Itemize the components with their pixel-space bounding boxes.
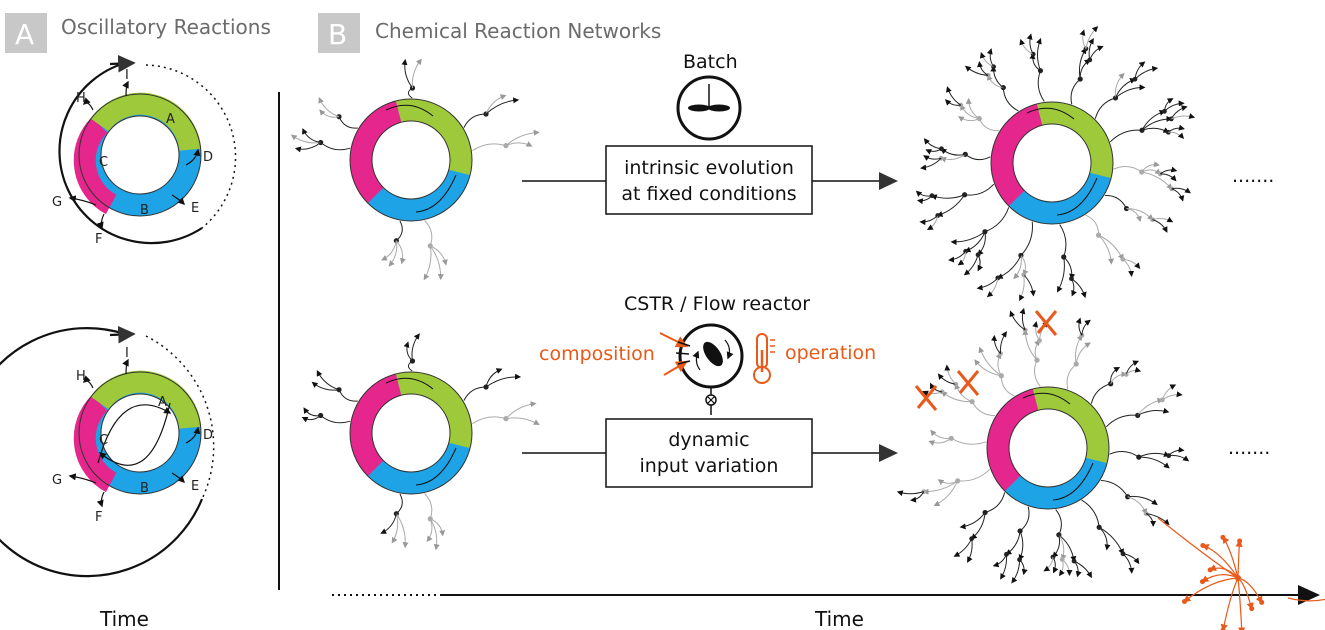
batch-box: [605, 145, 813, 215]
label-d-bottom: D: [203, 428, 213, 443]
network-flow-initial: [301, 333, 540, 551]
label-e-top: E: [191, 201, 199, 216]
panel-b-letter-box: [318, 13, 360, 53]
flow-box-line2: input variation: [640, 455, 779, 477]
label-h-top: H: [76, 91, 86, 106]
composition-label: composition: [539, 343, 655, 365]
time-axis-arrowhead: [1298, 585, 1320, 605]
flow-box: [605, 418, 813, 488]
label-i-bottom: I: [125, 346, 129, 361]
thermometer-icon: [753, 333, 775, 384]
label-a-top: A: [166, 112, 175, 127]
label-b-bottom: B: [140, 481, 149, 496]
label-c-top: C: [99, 155, 108, 170]
flow-title: CSTR / Flow reactor: [624, 293, 810, 315]
network-batch-evolved: [915, 26, 1196, 302]
network-flow-evolved: [896, 307, 1325, 630]
label-f-bottom: F: [95, 510, 102, 525]
label-e-bottom: E: [191, 479, 199, 494]
flow-box-line1: dynamic: [668, 429, 749, 451]
panel-a-letter: A: [15, 18, 34, 51]
composition-arrows: [659, 332, 691, 376]
batch-arrowhead: [879, 172, 898, 190]
label-g-top: G: [52, 195, 62, 210]
flow-arrowhead: [879, 444, 898, 462]
label-h-bottom: H: [76, 369, 86, 384]
label-f-top: F: [95, 232, 102, 247]
label-a-bottom: A: [158, 395, 167, 410]
flow-ellipsis: .......: [1228, 437, 1270, 459]
panel-a-time-label: Time: [99, 607, 149, 630]
batch-ellipsis: .......: [1232, 165, 1274, 187]
label-d-top: D: [203, 150, 213, 165]
label-g-bottom: G: [52, 473, 62, 488]
panel-b-time-label: Time: [814, 607, 864, 630]
batch-box-line1: intrinsic evolution: [624, 157, 794, 179]
panel-a-letter-box: [5, 13, 47, 53]
network-batch-initial: [290, 58, 540, 281]
batch-reactor-icon: [676, 75, 742, 141]
label-i-top: I: [125, 68, 129, 83]
label-b-top: B: [140, 203, 149, 218]
batch-title: Batch: [683, 51, 738, 73]
label-c-bottom: C: [99, 433, 108, 448]
flow-reactor-icon: [678, 323, 744, 415]
operation-label: operation: [785, 342, 876, 364]
oscillator-top: I H A C D B E G F: [52, 54, 237, 247]
panel-b-letter: B: [328, 18, 347, 51]
panel-b-title: Chemical Reaction Networks: [375, 19, 661, 43]
panel-a-title: Oscillatory Reactions: [61, 15, 271, 39]
batch-box-line2: at fixed conditions: [621, 183, 796, 205]
oscillator-bottom: I H A C D B E G F: [0, 325, 215, 578]
